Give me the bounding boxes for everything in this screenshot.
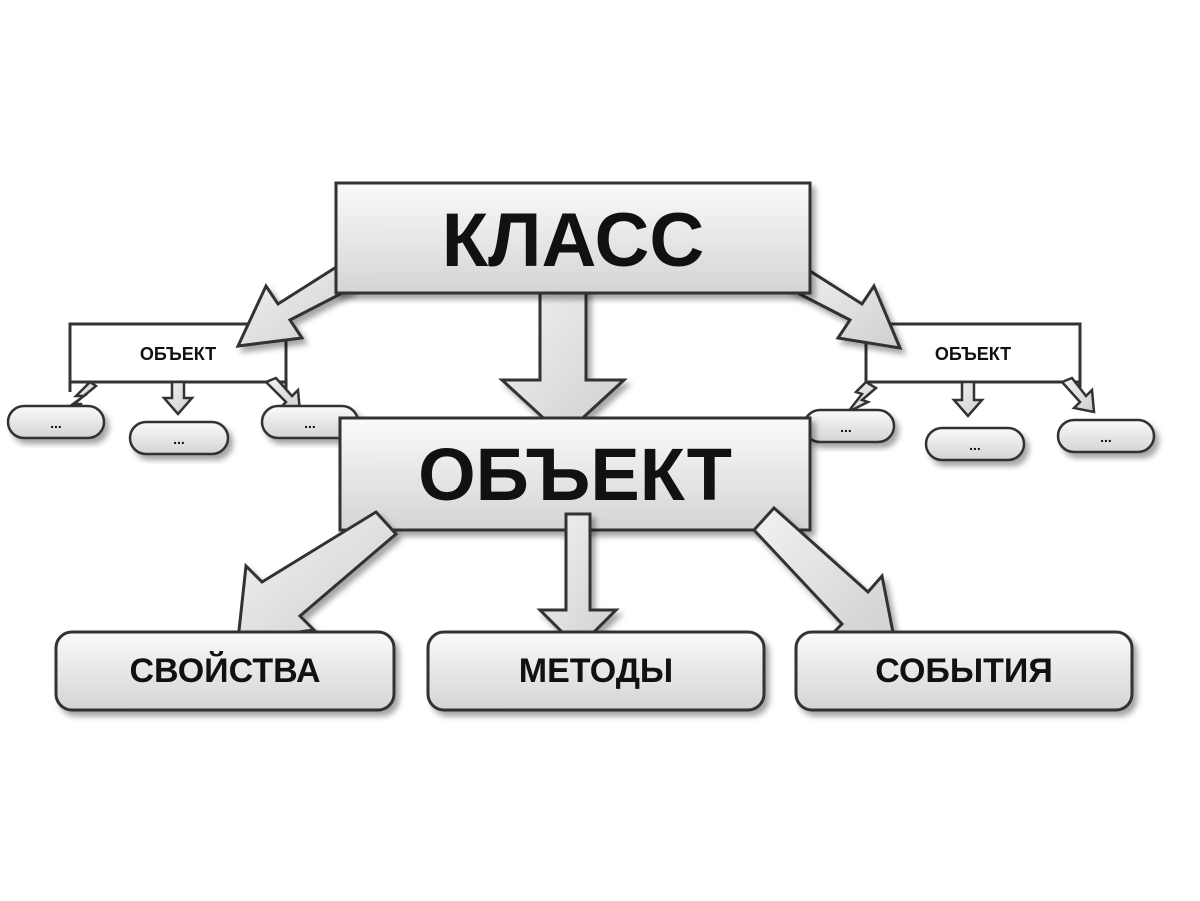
properties-box [54,630,396,712]
child-pill-left-3-label: ... [304,415,316,431]
child-pill-right-2-label: ... [969,437,981,453]
methods-box [426,630,766,712]
arrow-object-to-properties [236,510,399,642]
child-pill-left-2-label: ... [173,431,185,447]
small-arrow-right-3 [1059,376,1096,414]
small-arrow-right-2 [951,380,985,418]
object-label: ОБЪЕКТ [418,433,732,516]
child-pill-right-3-label: ... [1100,429,1112,445]
object-box [338,416,812,532]
child-pill-right-2 [924,426,1026,462]
child-pill-left-1 [6,404,106,440]
small-arrow-left-3 [263,376,302,414]
side-object-right-label: ОБЪЕКТ [935,344,1011,364]
class-label: КЛАСС [442,198,704,283]
arrow-object-to-events [751,505,898,650]
side-object-left: ОБЪЕКТ ... ... ... [6,322,360,456]
events-label: СОБЫТИЯ [875,652,1053,690]
arrow-class-to-object [498,280,628,439]
child-pill-left-2 [128,420,230,456]
side-object-right: ОБЪЕКТ ... ... ... [802,322,1156,462]
small-arrow-left-2 [161,380,195,416]
small-arrow-right-1 [847,380,879,414]
child-pill-left-1-label: ... [50,415,62,431]
child-pill-right-3 [1056,418,1156,454]
side-object-left-label: ОБЪЕКТ [140,344,216,364]
events-box [794,630,1134,712]
arrow-object-to-methods [536,512,620,651]
arrow-class-to-left-object [235,263,355,348]
properties-label: СВОЙСТВА [129,651,320,690]
arrow-class-to-right-object [785,263,903,350]
child-pill-right-1-label: ... [840,419,852,435]
methods-label: МЕТОДЫ [519,652,673,690]
class-box [334,181,812,295]
